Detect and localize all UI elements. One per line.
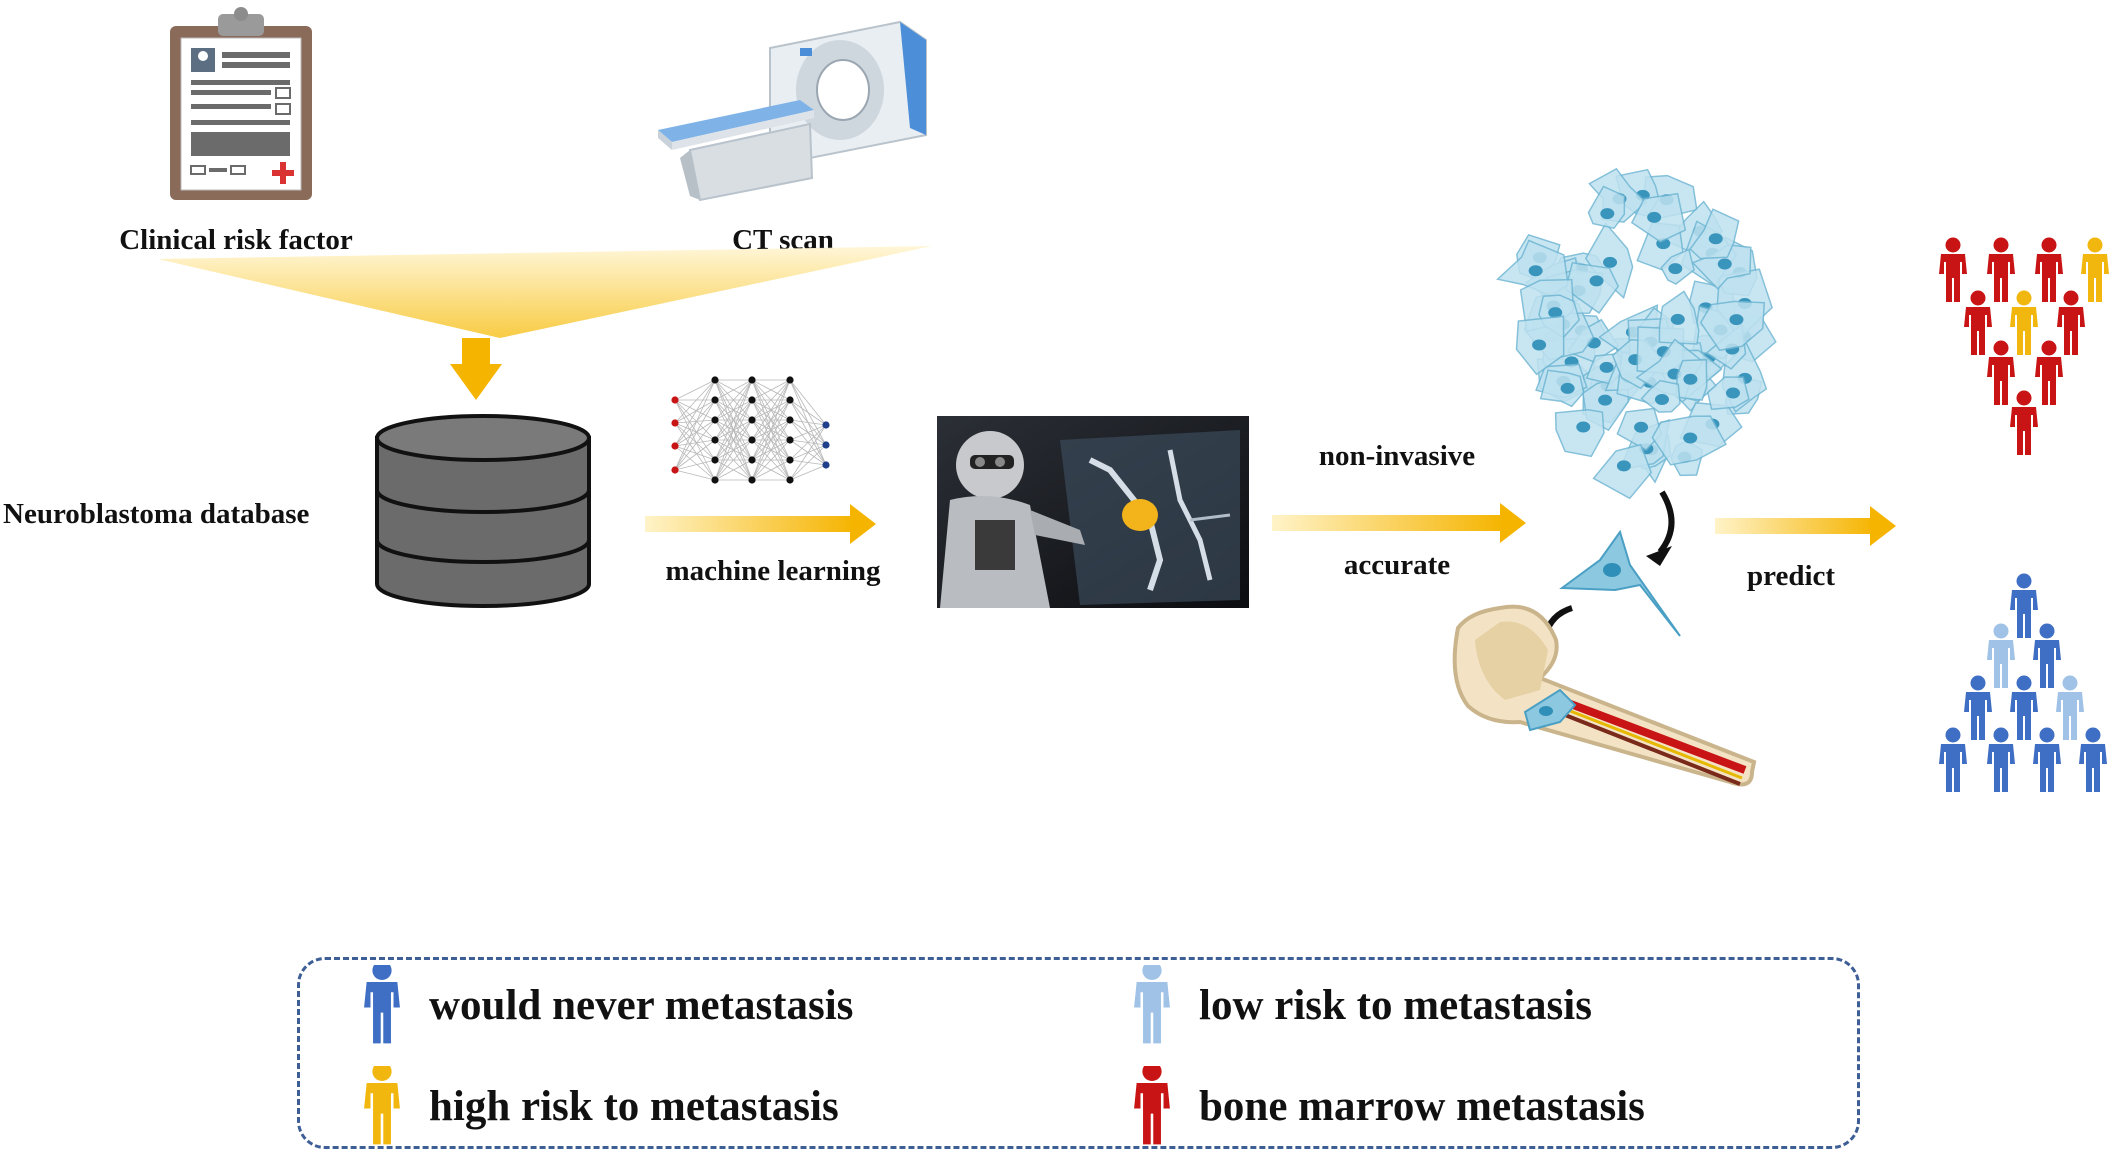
- high-risk-population: [1939, 237, 2109, 455]
- legend-box: [297, 957, 1860, 1149]
- predict-label: predict: [1747, 560, 1835, 592]
- funnel-arrow: [158, 246, 932, 400]
- person-yellow-icon: [364, 1066, 400, 1145]
- machine-learning-label: machine learning: [665, 555, 881, 587]
- clinical-risk-label: Clinical risk factor: [119, 224, 353, 256]
- legend-label-low: low risk to metastasis: [1199, 981, 1592, 1029]
- legend-label-high: high risk to metastasis: [429, 1082, 839, 1130]
- database-icon: [375, 414, 591, 608]
- person-blue-icon: [364, 965, 400, 1044]
- legend-label-never: would never metastasis: [429, 981, 854, 1029]
- clipboard-icon: [170, 7, 312, 200]
- accurate-label: accurate: [1344, 549, 1450, 581]
- legend-item-high: high risk to metastasis: [361, 1066, 839, 1146]
- noninvasive-arrow: [1272, 503, 1526, 543]
- noninvasive-label: non-invasive: [1319, 440, 1475, 472]
- legend-item-never: would never metastasis: [361, 965, 853, 1045]
- ml-arrow: [645, 504, 876, 544]
- bone-icon: [1452, 604, 1757, 787]
- tumor-cell-cluster: [1496, 167, 1777, 500]
- legend-item-bm: bone marrow metastasis: [1131, 1066, 1645, 1146]
- predict-arrow: [1715, 506, 1896, 546]
- legend-label-bm: bone marrow metastasis: [1199, 1082, 1645, 1130]
- ct-scanner-icon: [658, 20, 927, 202]
- migrating-cell: [1559, 529, 1681, 637]
- database-label: Neuroblastoma database: [3, 498, 310, 530]
- person-red-icon: [1134, 1066, 1170, 1145]
- neural-network-icon: [671, 376, 830, 484]
- legend-item-low: low risk to metastasis: [1131, 965, 1592, 1045]
- low-risk-population: [1939, 573, 2107, 792]
- person-light-blue-icon: [1134, 965, 1170, 1044]
- ai-robot-image: [937, 416, 1249, 608]
